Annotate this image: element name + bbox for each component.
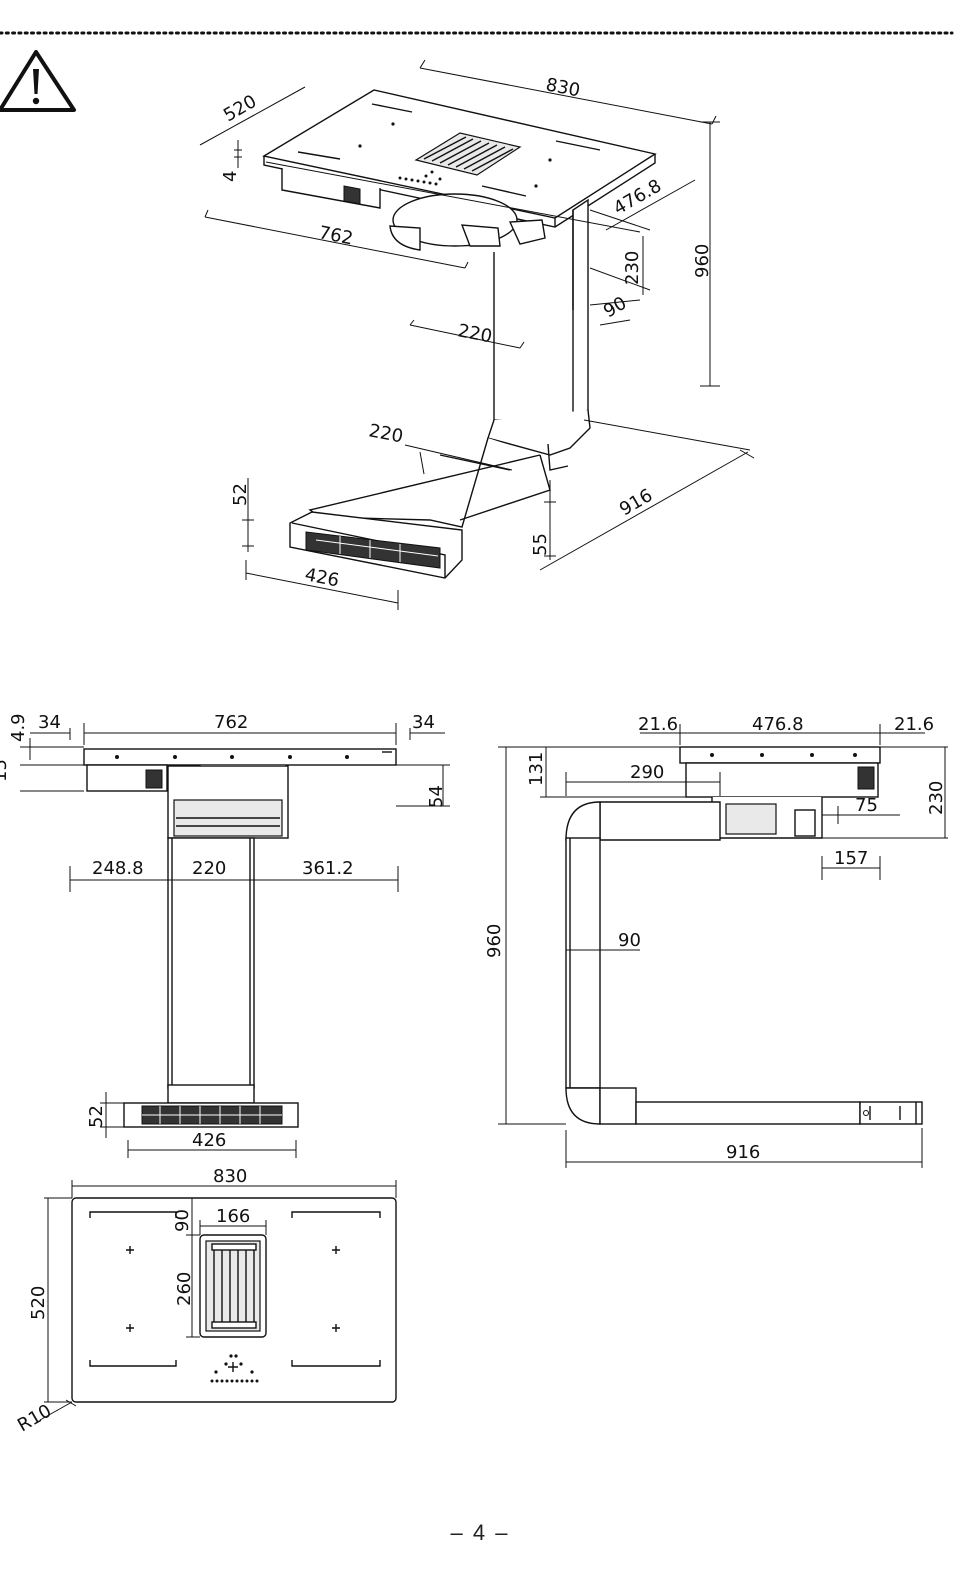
warning-triangle-icon: [0, 50, 76, 112]
iso-outlet-height-label: 52: [230, 483, 251, 506]
iso-outlet-width-label: 426: [303, 564, 341, 591]
side-fan-offset-label: 75: [855, 795, 878, 816]
iso-duct-depth-label: 90: [600, 293, 630, 323]
side-left-margin-label: 21.6: [638, 714, 678, 735]
side-inner-depth-label: 476.8: [752, 714, 804, 735]
top-depth-label: 520: [28, 1286, 49, 1320]
top-view: 830 520 90 166 260 R10: [14, 1166, 397, 1436]
top-vent-length-label: 260: [174, 1272, 195, 1306]
front-duct-width-label: 220: [192, 858, 226, 879]
front-box-height-label: 54: [426, 785, 447, 808]
side-length-label: 916: [726, 1142, 760, 1163]
front-right-margin-label: 34: [412, 712, 435, 733]
front-left-margin-label: 34: [38, 712, 61, 733]
iso-motor-height-label: 230: [622, 251, 643, 285]
isometric-view: 830 520 4 762 476.8 230 960 90 220 220 5…: [199, 59, 755, 610]
iso-thickness-label: 4: [220, 171, 241, 182]
iso-inner-width-label: 762: [317, 222, 355, 249]
front-inner-width-label: 762: [214, 712, 248, 733]
side-fan-depth-label: 157: [834, 848, 868, 869]
front-top-offset-label: 4.9: [8, 713, 29, 742]
front-right-offset-label: 361.2: [302, 858, 354, 879]
front-cut-label: 15: [0, 759, 11, 782]
iso-depth-label: 520: [220, 91, 260, 126]
side-box-height-label: 131: [526, 752, 547, 786]
side-view: 21.6 476.8 21.6 131 290 230 75 157 960 9…: [484, 714, 948, 1168]
iso-width-label: 830: [544, 74, 582, 101]
iso-duct-height-small-label: 55: [530, 533, 551, 556]
top-vent-offset-label: 90: [172, 1209, 193, 1232]
front-view: 4.9 34 762 34 15 54 248.8 220 361.2 52 4…: [0, 712, 450, 1158]
side-right-margin-label: 21.6: [894, 714, 934, 735]
front-left-offset-label: 248.8: [92, 858, 144, 879]
top-width-label: 830: [213, 1166, 247, 1187]
page-number: – 4 –: [450, 1520, 510, 1545]
side-motor-height-label: 230: [926, 781, 947, 815]
front-outlet-height-label: 52: [86, 1105, 107, 1128]
iso-total-height-label: 960: [692, 244, 713, 278]
iso-duct-width-label: 220: [456, 320, 494, 347]
side-duct-depth-label: 90: [618, 930, 641, 951]
side-offset-label: 290: [630, 762, 664, 783]
front-outlet-width-label: 426: [192, 1130, 226, 1151]
top-corner-radius-label: R10: [14, 1400, 55, 1436]
side-total-height-label: 960: [484, 924, 505, 958]
iso-duct-width-bottom-label: 220: [367, 420, 405, 447]
top-vent-width-label: 166: [216, 1206, 250, 1227]
